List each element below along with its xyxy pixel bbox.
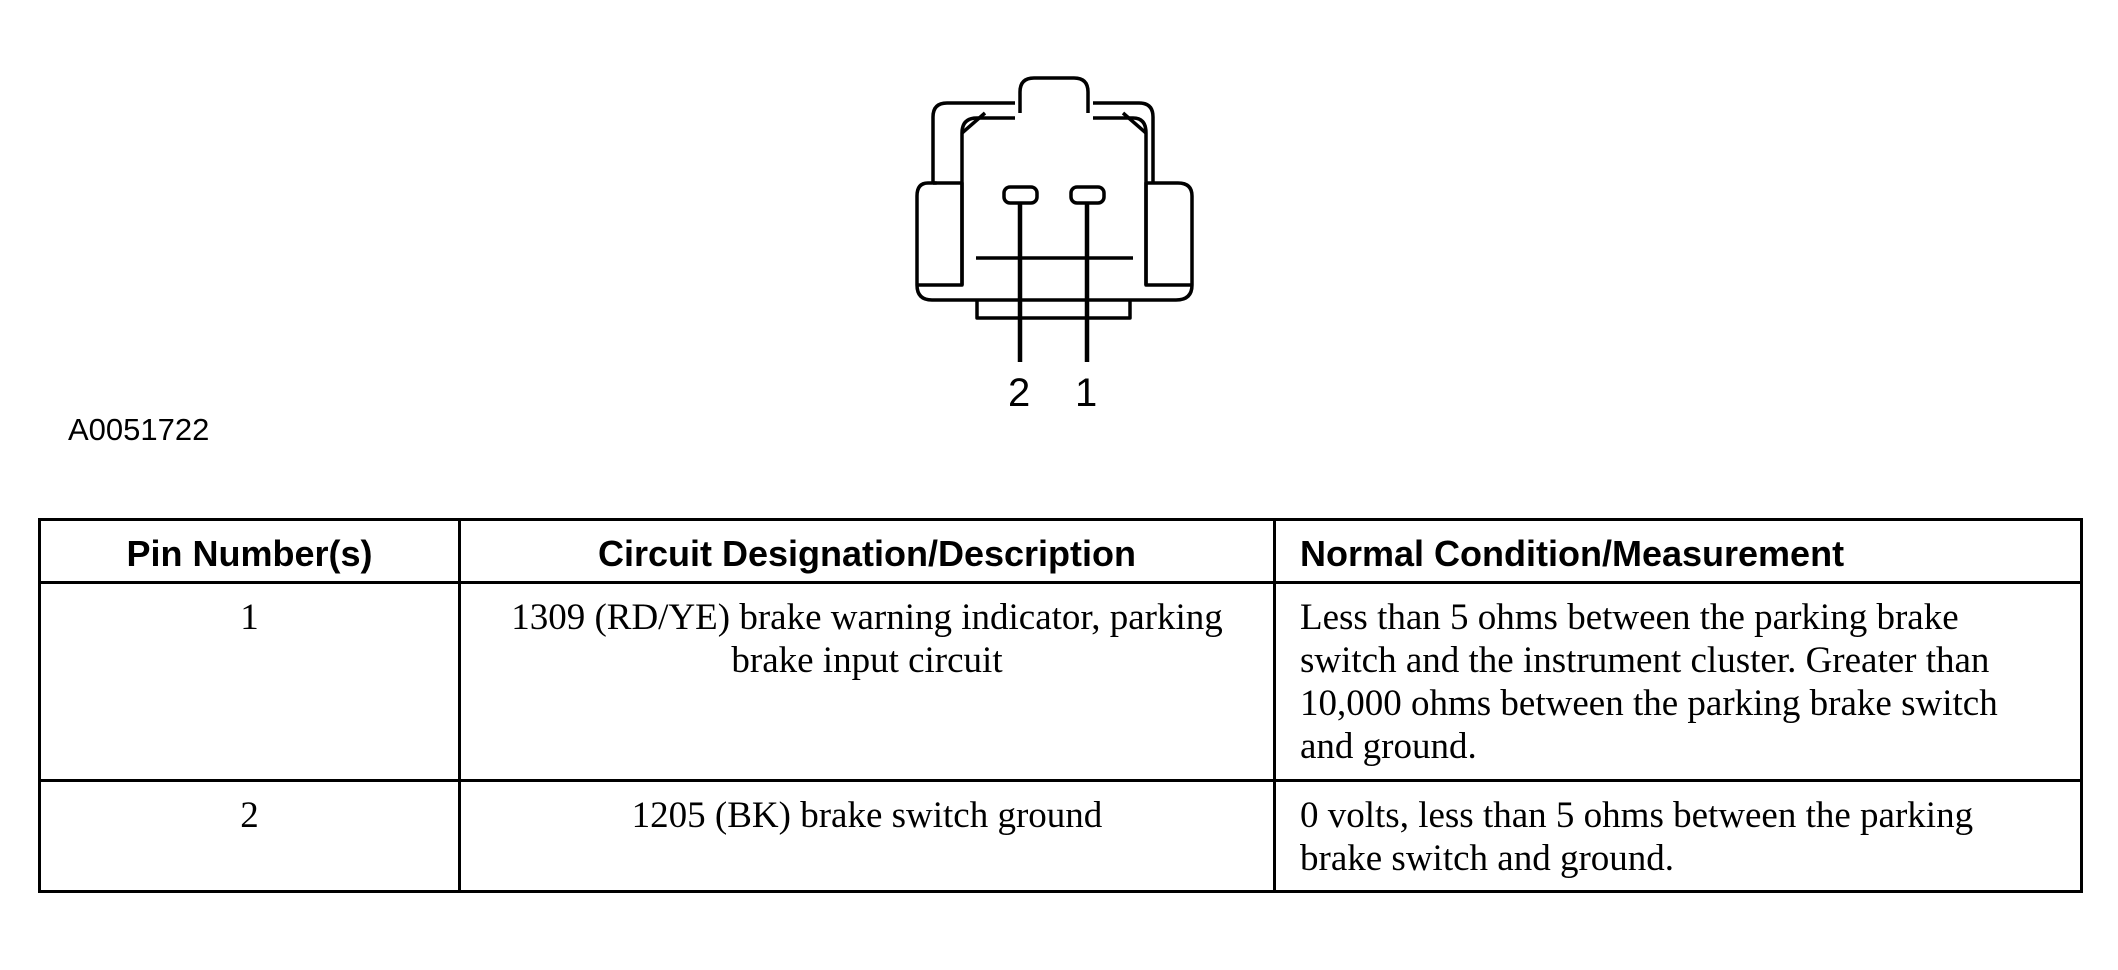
header-pin-numbers: Pin Number(s) [38,518,461,584]
pin-terminal-2 [1002,185,1039,205]
pin-label-1: 1 [1075,371,1098,415]
figure-id: A0051722 [68,412,210,447]
cell-pin: 2 [38,779,461,893]
connector-diagram [915,76,1194,362]
header-circuit: Circuit Designation/Description [458,518,1276,584]
cell-pin: 1 [38,581,461,782]
table-row: 2 1205 (BK) brake switch ground 0 volts,… [38,779,2083,893]
pin-table: Pin Number(s) Circuit Designation/Descri… [38,518,2083,893]
table-row: 1 1309 (RD/YE) brake warning indicator, … [38,581,2083,782]
pin-terminal-1 [1069,185,1106,205]
cell-circuit: 1205 (BK) brake switch ground [458,779,1276,893]
connector-cavity [960,116,1148,285]
header-condition: Normal Condition/Measurement [1273,518,2083,584]
cell-condition: Less than 5 ohms between the parking bra… [1273,581,2083,782]
cell-circuit: 1309 (RD/YE) brake warning indicator, pa… [458,581,1276,782]
connector-latch [1018,76,1090,113]
connector-body [915,181,1194,302]
cell-condition: 0 volts, less than 5 ohms between the pa… [1273,779,2083,893]
connector-shroud [931,101,1155,183]
connector-skirt [975,300,1132,320]
pin-label-2: 2 [1008,371,1031,415]
table-header-row: Pin Number(s) Circuit Designation/Descri… [38,518,2083,584]
